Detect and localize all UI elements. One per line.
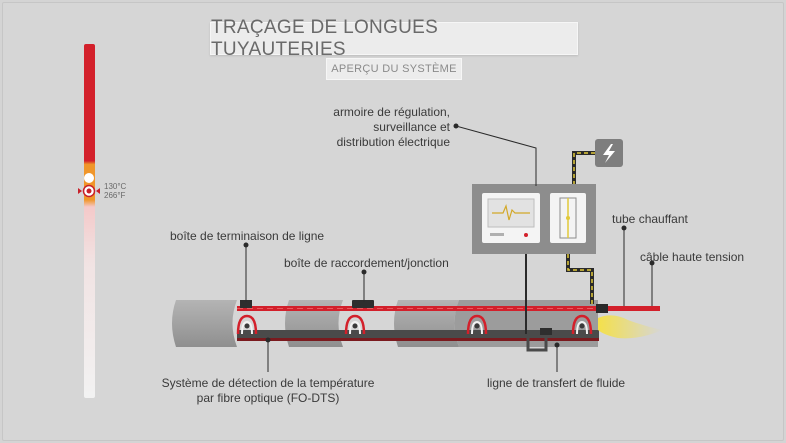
power-feed-cable-stripe xyxy=(573,152,595,184)
junction-box xyxy=(352,300,374,308)
label-cabinet-line1: armoire de régulation, xyxy=(333,105,450,119)
page-title: TRAÇAGE DE LONGUES TUYAUTERIES xyxy=(210,17,578,60)
label-fodts-line1: Système de détection de la température xyxy=(161,376,375,390)
line-end-box xyxy=(240,300,252,308)
leader-lines xyxy=(245,125,653,372)
hv-cable xyxy=(608,306,660,311)
cabinet-badge xyxy=(490,233,504,236)
gauge-knob-white xyxy=(84,173,94,183)
page-title-text: TRAÇAGE DE LONGUES TUYAUTERIES xyxy=(211,16,439,60)
cabinet-led xyxy=(524,233,528,237)
fluid-transfer-tube xyxy=(237,330,599,338)
heating-clamp-2 xyxy=(344,314,366,335)
temperature-bar xyxy=(84,44,95,398)
label-transfer-line: ligne de transfert de fluide xyxy=(487,376,626,390)
control-cabinet xyxy=(472,184,596,254)
heat-flame xyxy=(598,315,662,339)
fluid-transfer-tube-edge xyxy=(237,338,599,341)
label-junction-box: boîte de raccordement/jonction xyxy=(284,256,449,270)
gauge-marker-dot xyxy=(86,188,92,194)
label-cabinet: armoire de régulation, surveillance et d… xyxy=(333,105,450,150)
cabinet-signal-trace xyxy=(492,204,530,221)
heating-tube-end xyxy=(596,304,608,313)
leader-dots xyxy=(243,123,655,348)
power-out-cable xyxy=(566,254,594,304)
label-end-box: boîte de terminaison de ligne xyxy=(170,229,325,243)
transfer-loop xyxy=(526,338,548,352)
gauge-arrow-left xyxy=(78,188,82,194)
power-out-cable-stripe xyxy=(567,254,593,304)
label-hv-cable: câble haute tension xyxy=(640,250,745,264)
power-feed-cable xyxy=(572,151,595,184)
temperature-fahrenheit: 266°F xyxy=(104,191,126,200)
page-subtitle: APERÇU DU SYSTÈME xyxy=(326,58,462,80)
cabinet-switch-dot xyxy=(566,216,570,220)
label-fodts-line2: par fibre optique (FO-DTS) xyxy=(196,391,340,405)
heating-clamp-3 xyxy=(466,314,488,335)
pipe-segment-1 xyxy=(172,300,237,347)
label-fodts: Système de détection de la température p… xyxy=(150,376,386,406)
heating-clamp-1 xyxy=(236,314,258,335)
heating-clamp-4 xyxy=(571,314,593,335)
temperature-celsius: 130°C xyxy=(104,182,127,191)
label-cabinet-line2: surveillance et xyxy=(373,120,450,134)
label-heating-tube: tube chauffant xyxy=(612,212,688,226)
label-cabinet-line3: distribution électrique xyxy=(336,135,450,149)
page-subtitle-text: APERÇU DU SYSTÈME xyxy=(331,63,457,75)
pipeline xyxy=(172,300,662,352)
power-supply xyxy=(525,139,623,334)
lightning-bolt-icon xyxy=(603,144,615,163)
leader-cabinet xyxy=(455,125,537,186)
transfer-connector xyxy=(540,328,552,335)
gauge-arrow-right xyxy=(96,188,100,194)
temperature-gauge xyxy=(78,44,100,398)
